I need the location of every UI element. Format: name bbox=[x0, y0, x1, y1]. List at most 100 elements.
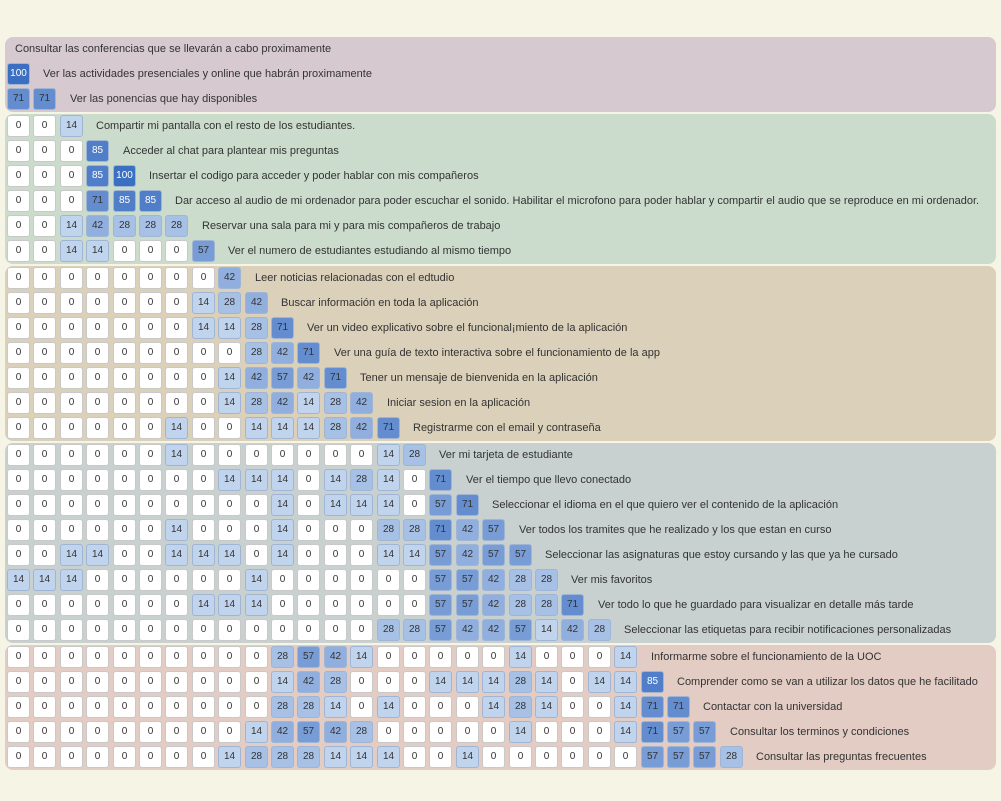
similarity-cell: 57 bbox=[456, 569, 479, 591]
similarity-cell: 0 bbox=[139, 444, 162, 466]
similarity-cell: 0 bbox=[86, 392, 109, 414]
similarity-cell: 0 bbox=[192, 746, 215, 768]
similarity-cell: 0 bbox=[86, 696, 109, 718]
similarity-cell: 14 bbox=[297, 392, 320, 414]
similarity-cell: 14 bbox=[324, 469, 347, 491]
similarity-cell: 0 bbox=[33, 317, 56, 339]
similarity-cell: 0 bbox=[218, 417, 241, 439]
similarity-cell: 0 bbox=[139, 342, 162, 364]
similarity-cell: 42 bbox=[324, 721, 347, 743]
similarity-cell: 0 bbox=[165, 594, 188, 616]
card-label: Ver el numero de estudiantes estudiando … bbox=[228, 245, 512, 257]
similarity-cell: 0 bbox=[7, 746, 30, 768]
similarity-cell: 0 bbox=[429, 746, 452, 768]
similarity-cell: 0 bbox=[33, 696, 56, 718]
similarity-cell: 28 bbox=[271, 646, 294, 668]
similarity-cell: 57 bbox=[456, 594, 479, 616]
similarity-cell: 0 bbox=[60, 646, 83, 668]
similarity-cell: 28 bbox=[324, 417, 347, 439]
similarity-cell: 0 bbox=[324, 519, 347, 541]
card-label: Seleccionar el idioma en el que quiero v… bbox=[492, 499, 839, 511]
similarity-cell: 0 bbox=[192, 267, 215, 289]
similarity-cell: 42 bbox=[271, 721, 294, 743]
similarity-cell: 0 bbox=[33, 671, 56, 693]
similarity-cell: 28 bbox=[139, 215, 162, 237]
similarity-cell: 0 bbox=[7, 240, 30, 262]
similarity-cell: 71 bbox=[33, 88, 56, 110]
similarity-cell: 0 bbox=[245, 544, 268, 566]
similarity-cell: 14 bbox=[377, 494, 400, 516]
card-label: Ver todos los tramites que he realizado … bbox=[519, 524, 832, 536]
similarity-cell: 0 bbox=[588, 696, 611, 718]
similarity-cell: 0 bbox=[139, 519, 162, 541]
similarity-cell: 0 bbox=[165, 367, 188, 389]
similarity-cell: 0 bbox=[218, 696, 241, 718]
similarity-cell: 14 bbox=[614, 671, 637, 693]
similarity-cell: 0 bbox=[192, 494, 215, 516]
similarity-cell: 0 bbox=[139, 696, 162, 718]
card-label: Tener un mensaje de bienvenida en la apl… bbox=[360, 372, 598, 384]
similarity-cell: 0 bbox=[60, 317, 83, 339]
similarity-cell: 28 bbox=[509, 569, 532, 591]
similarity-cell: 28 bbox=[403, 519, 426, 541]
similarity-cell: 0 bbox=[60, 721, 83, 743]
similarity-cell: 0 bbox=[113, 267, 136, 289]
card-label: Insertar el codigo para acceder y poder … bbox=[149, 170, 479, 182]
similarity-cell: 14 bbox=[60, 544, 83, 566]
similarity-cell: 0 bbox=[7, 619, 30, 641]
similarity-cell: 0 bbox=[377, 594, 400, 616]
similarity-cell: 0 bbox=[139, 594, 162, 616]
similarity-cell: 71 bbox=[377, 417, 400, 439]
similarity-cell: 0 bbox=[245, 646, 268, 668]
similarity-cell: 0 bbox=[139, 746, 162, 768]
similarity-cell: 0 bbox=[429, 721, 452, 743]
similarity-cell: 0 bbox=[113, 240, 136, 262]
similarity-cell: 14 bbox=[482, 696, 505, 718]
similarity-cell: 14 bbox=[324, 696, 347, 718]
card-label: Ver las ponencias que hay disponibles bbox=[70, 93, 258, 105]
similarity-cell: 57 bbox=[429, 619, 452, 641]
similarity-cell: 0 bbox=[561, 746, 584, 768]
similarity-cell: 28 bbox=[403, 444, 426, 466]
similarity-cell: 71 bbox=[86, 190, 109, 212]
similarity-cell: 0 bbox=[297, 544, 320, 566]
similarity-cell: 0 bbox=[113, 392, 136, 414]
similarity-cell: 0 bbox=[86, 494, 109, 516]
similarity-cell: 85 bbox=[139, 190, 162, 212]
similarity-cell: 0 bbox=[429, 646, 452, 668]
similarity-cell: 28 bbox=[245, 342, 268, 364]
similarity-cell: 0 bbox=[535, 721, 558, 743]
similarity-cell: 14 bbox=[192, 544, 215, 566]
card-label: Consultar los terminos y condiciones bbox=[730, 726, 910, 738]
similarity-cell: 0 bbox=[245, 519, 268, 541]
card-label: Ver un video explicativo sobre el funcio… bbox=[307, 322, 628, 334]
similarity-cell: 0 bbox=[165, 292, 188, 314]
similarity-cell: 0 bbox=[377, 646, 400, 668]
similarity-cell: 0 bbox=[60, 696, 83, 718]
similarity-cell: 0 bbox=[60, 140, 83, 162]
similarity-cell: 28 bbox=[535, 569, 558, 591]
similarity-cell: 0 bbox=[139, 317, 162, 339]
similarity-cell: 0 bbox=[7, 417, 30, 439]
card-label: Ver una guía de texto interactiva sobre … bbox=[334, 347, 660, 359]
similarity-cell: 0 bbox=[403, 746, 426, 768]
similarity-cell: 14 bbox=[429, 671, 452, 693]
similarity-cell: 0 bbox=[535, 646, 558, 668]
similarity-cell: 0 bbox=[113, 619, 136, 641]
similarity-cell: 0 bbox=[350, 594, 373, 616]
similarity-cell: 0 bbox=[482, 746, 505, 768]
similarity-cell: 28 bbox=[509, 594, 532, 616]
similarity-cell: 14 bbox=[245, 469, 268, 491]
similarity-cell: 0 bbox=[350, 569, 373, 591]
similarity-cell: 0 bbox=[113, 292, 136, 314]
similarity-cell: 57 bbox=[429, 569, 452, 591]
similarity-cell: 0 bbox=[113, 494, 136, 516]
similarity-cell: 0 bbox=[33, 544, 56, 566]
similarity-cell: 0 bbox=[165, 646, 188, 668]
card-sorting-similarity-matrix: Consultar las conferencias que se llevar… bbox=[5, 37, 996, 770]
